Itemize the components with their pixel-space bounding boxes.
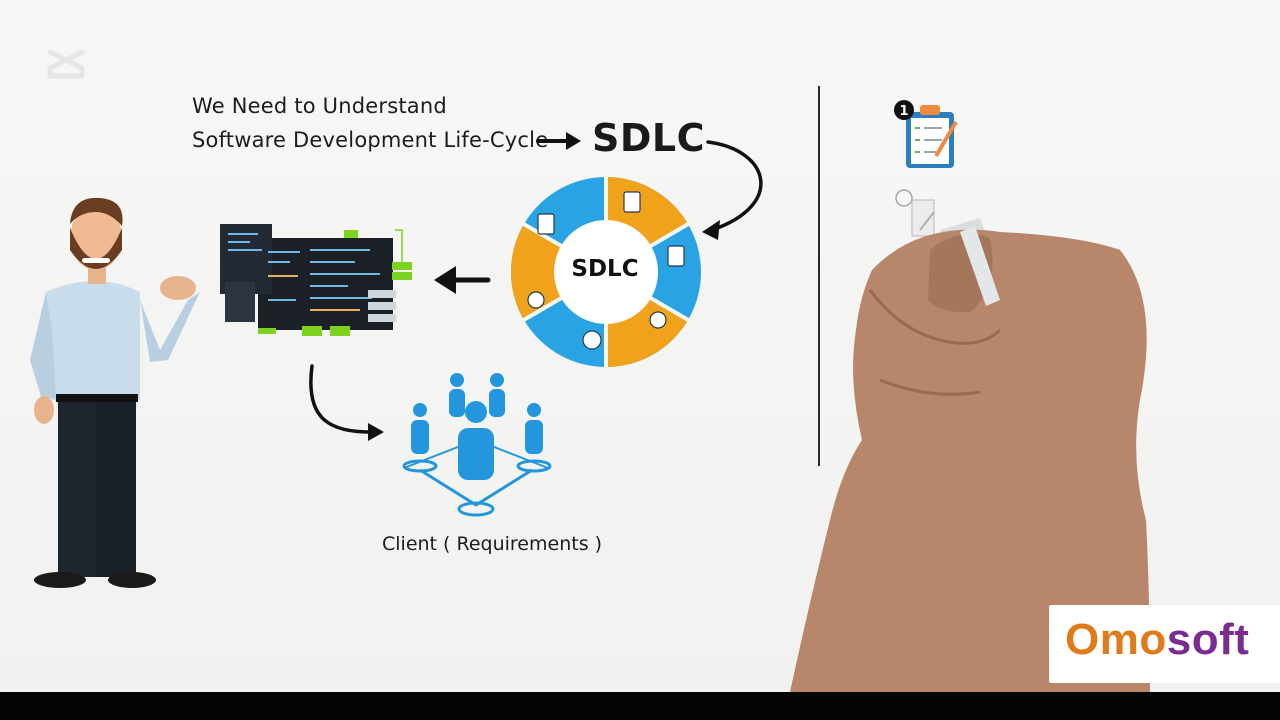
client-network-icon [402, 373, 552, 517]
client-requirements-label: Client ( Requirements ) [382, 533, 603, 555]
headline-line-1: We Need to Understand [192, 94, 447, 118]
curved-arrow-icon [702, 140, 763, 240]
capcut-logo-icon [47, 49, 85, 79]
sdlc-wheel [510, 175, 701, 369]
person-character [30, 197, 200, 588]
omosoft-logo: Omosoft [1049, 605, 1280, 683]
headline-line-2: Software Development Life-Cycle [192, 128, 549, 152]
right-arrow-icon [536, 132, 581, 150]
sdlc-wheel-label: SDLC [571, 256, 639, 282]
down-curve-arrow-icon [309, 364, 384, 441]
illustration-layer: 1 [30, 100, 1150, 692]
brand-part-omo: Omo [1065, 615, 1167, 664]
clipboard-checklist-icon: 1 [894, 100, 958, 168]
sdlc-title: SDLC [592, 116, 706, 160]
vertical-divider [818, 86, 820, 466]
bottom-black-bar [0, 692, 1280, 720]
code-screen-icon [220, 224, 412, 336]
brand-part-soft: soft [1166, 615, 1250, 664]
hand-with-marker [790, 218, 1150, 692]
step-badge-1: 1 [899, 104, 908, 119]
left-arrow-icon [434, 266, 491, 294]
brand-wordmark: Omosoft [1065, 615, 1249, 665]
step-2-icon [895, 189, 935, 237]
